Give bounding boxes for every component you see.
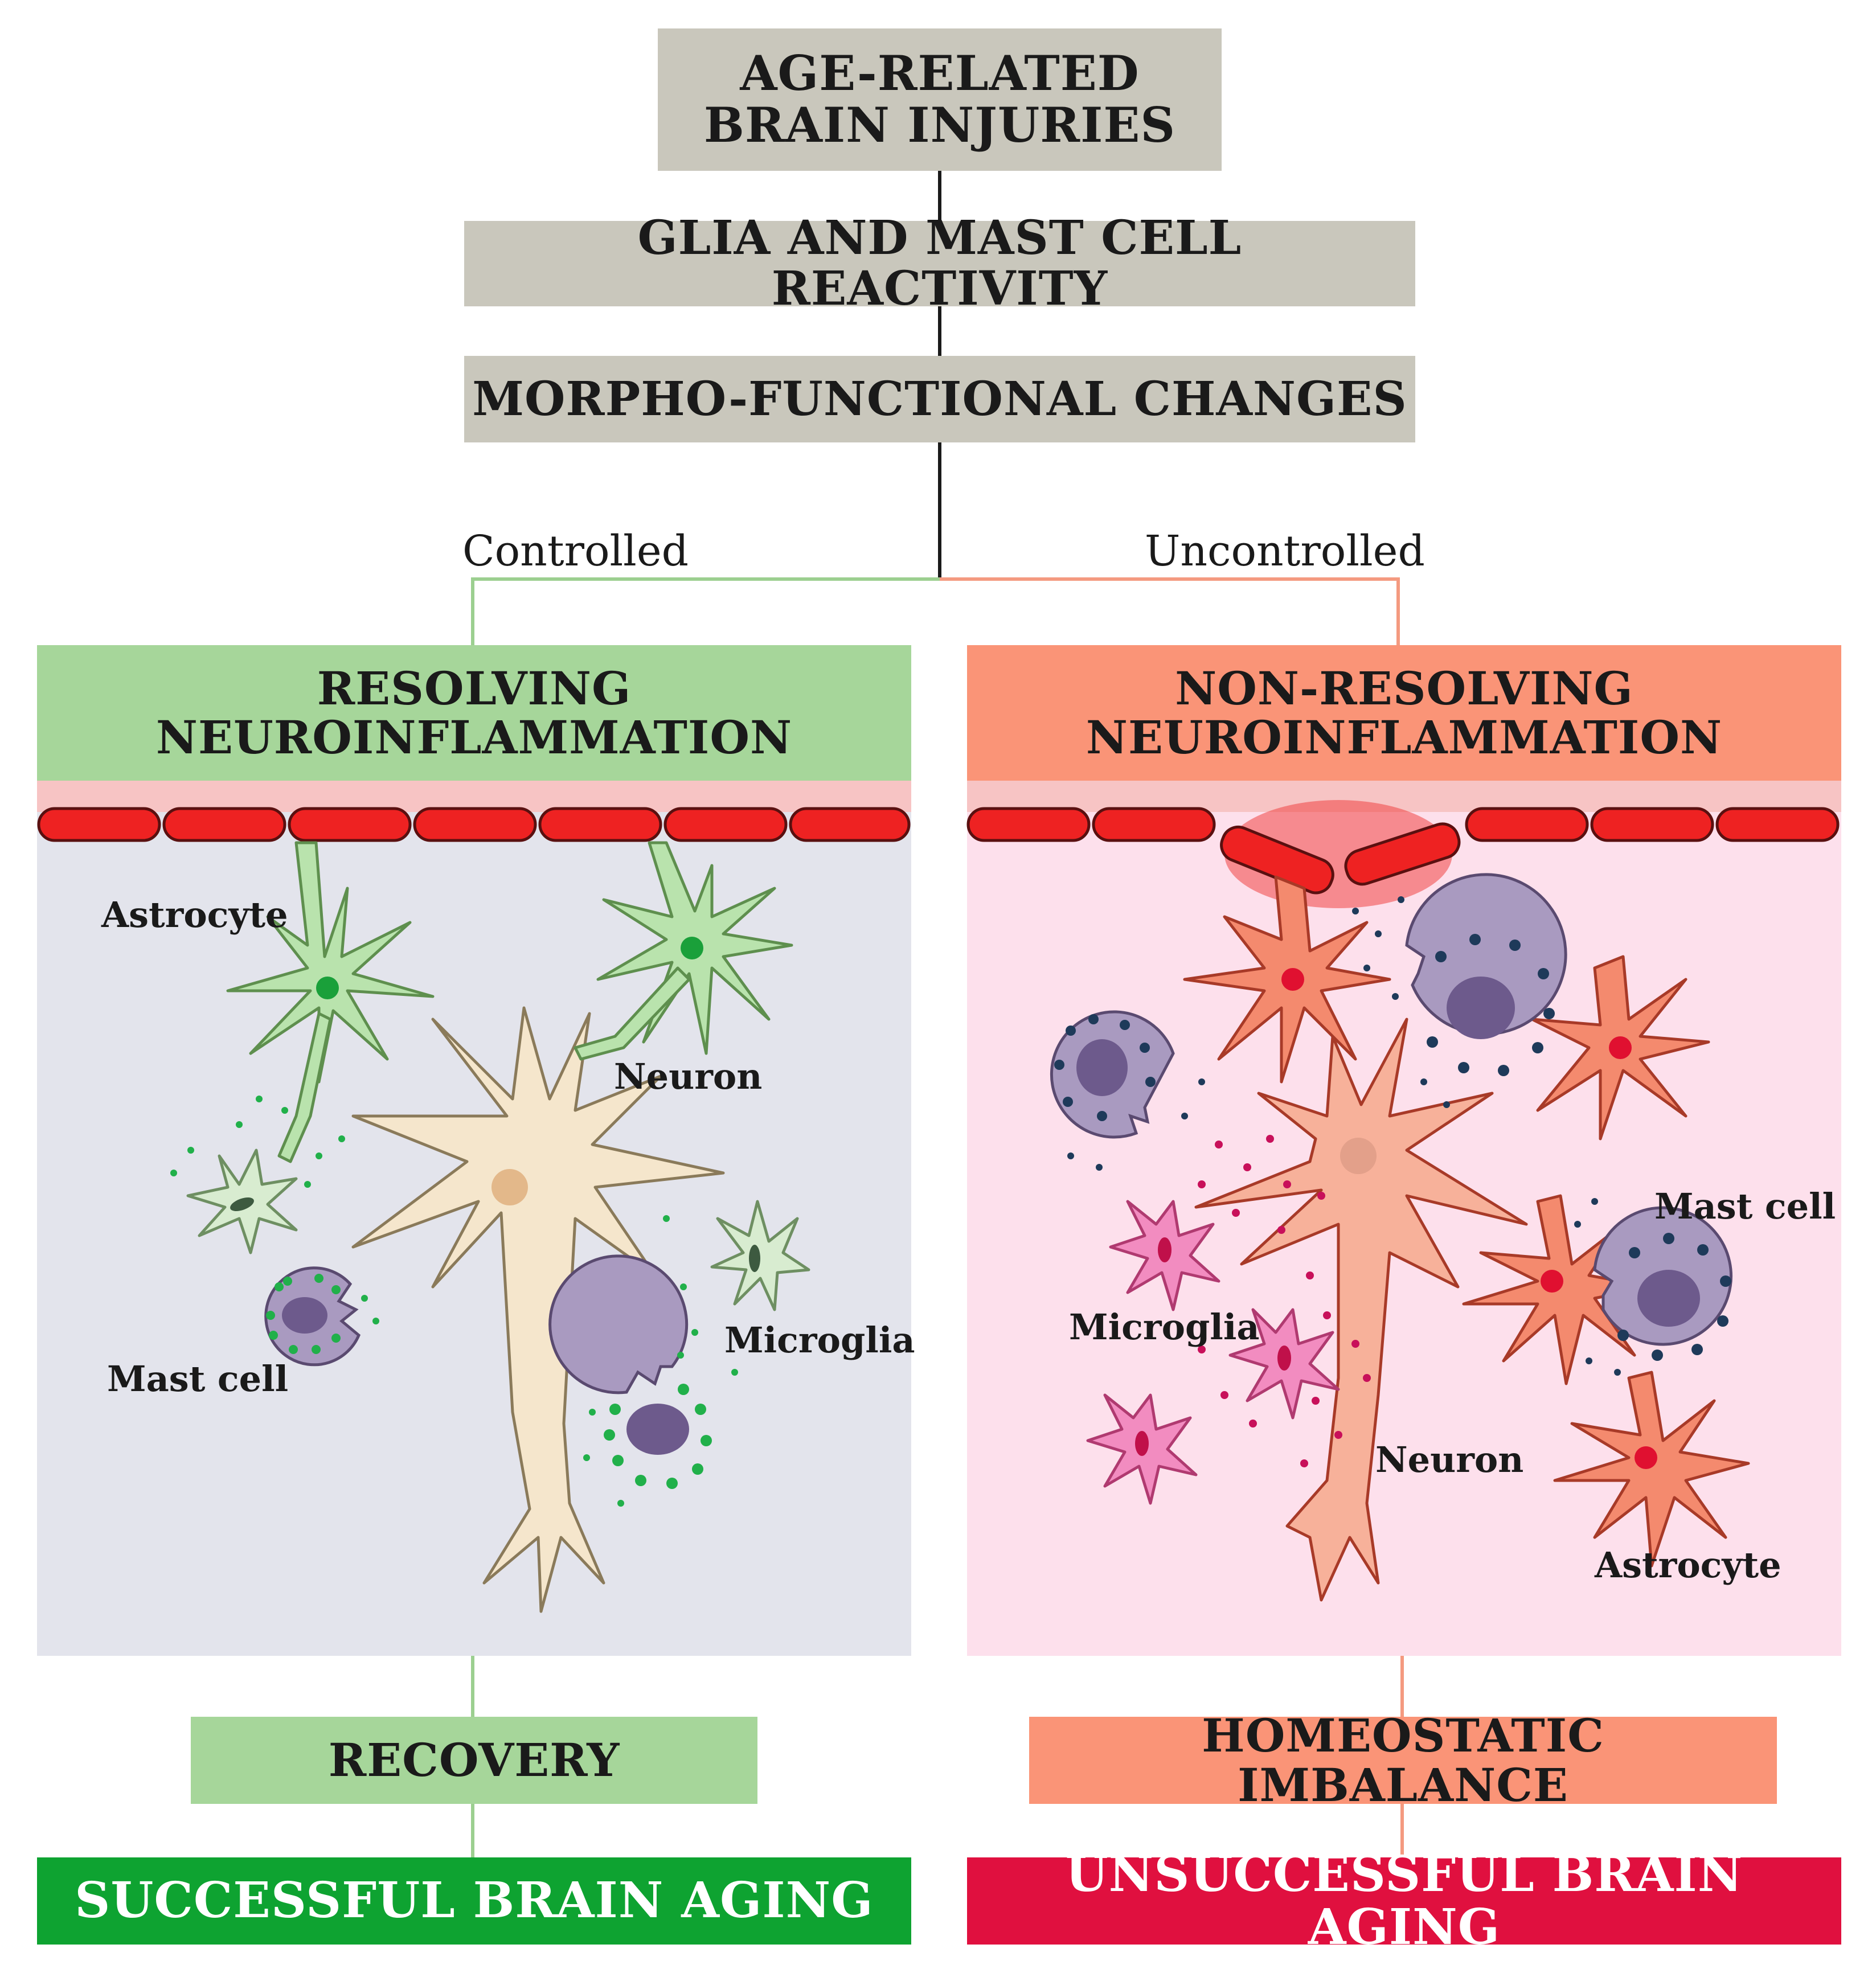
non-resolving-header-line2: NEUROINFLAMMATION xyxy=(1086,711,1723,764)
left-astrocyte-label: Astrocyte xyxy=(101,894,288,936)
right-microglia-2 xyxy=(1228,1308,1340,1420)
right-astrocyte-4 xyxy=(1553,1371,1750,1568)
right-blood-vessel xyxy=(966,807,1840,895)
left-mast-cell-label: Mast cell xyxy=(107,1358,288,1400)
resolving-header: RESOLVING NEUROINFLAMMATION xyxy=(37,645,911,781)
successful-aging-box: SUCCESSFUL BRAIN AGING xyxy=(37,1857,911,1945)
left-astrocyte-1 xyxy=(226,841,435,1163)
homeostatic-imbalance-box: HOMEOSTATIC IMBALANCE xyxy=(1029,1711,1777,1810)
left-microglia-2 xyxy=(710,1200,810,1311)
left-mast-cell-1 xyxy=(264,1266,361,1367)
right-mast-cell-3 xyxy=(1593,1206,1732,1361)
brain-injuries-line: BRAIN INJURIES xyxy=(703,97,1176,153)
non-resolving-header: NON-RESOLVING NEUROINFLAMMATION xyxy=(967,645,1841,781)
controlled-connector xyxy=(471,577,940,1857)
resolving-header-line2: NEUROINFLAMMATION xyxy=(155,711,793,764)
left-microglia-label: Microglia xyxy=(724,1319,915,1361)
age-related-line: AGE-RELATED xyxy=(740,45,1140,102)
recovery-box: RECOVERY xyxy=(191,1717,757,1804)
right-vessel-band xyxy=(967,781,1841,812)
right-microglia-label: Microglia xyxy=(1069,1306,1260,1348)
right-mast-cell-1 xyxy=(1050,1010,1175,1139)
unsuccessful-aging-box: UNSUCCESSFUL BRAIN AGING xyxy=(967,1848,1841,1953)
right-microglia-1 xyxy=(1109,1200,1220,1311)
right-neuron xyxy=(1194,1018,1528,1602)
uncontrolled-connector xyxy=(940,577,1404,1857)
left-neuron-label: Neuron xyxy=(614,1056,762,1097)
controlled-label: Controlled xyxy=(462,527,689,576)
right-mast-cell-2 xyxy=(1405,873,1567,1076)
right-mast-cell-label: Mast cell xyxy=(1654,1186,1836,1227)
age-related-injuries-box: AGE-RELATED BRAIN INJURIES xyxy=(658,28,1222,171)
left-granules xyxy=(170,1096,738,1507)
non-resolving-header-line1: NON-RESOLVING xyxy=(1175,661,1633,715)
right-dark-granules xyxy=(1067,896,1621,1376)
uncontrolled-label: Uncontrolled xyxy=(1145,527,1425,576)
right-astrocyte-label: Astrocyte xyxy=(1594,1544,1781,1586)
morpho-functional-changes-box: MORPHO-FUNCTIONAL CHANGES xyxy=(464,356,1415,442)
glia-mast-cell-reactivity-box: GLIA AND MAST CELL REACTIVITY xyxy=(464,213,1415,314)
resolving-header-line1: RESOLVING xyxy=(317,661,632,715)
right-astrocyte-1 xyxy=(1183,875,1391,1084)
left-blood-vessel xyxy=(37,807,911,842)
left-neuron xyxy=(351,1006,725,1613)
left-microglia-1 xyxy=(186,1148,298,1254)
left-astrocyte-2 xyxy=(574,841,793,1061)
right-magenta-granules xyxy=(1198,1135,1371,1467)
left-vessel-band xyxy=(37,781,911,812)
right-astrocyte-2 xyxy=(1530,955,1710,1141)
right-neuron-label: Neuron xyxy=(1375,1439,1523,1480)
left-mast-cell-2 xyxy=(548,1254,712,1489)
right-microglia-3 xyxy=(1086,1393,1198,1505)
